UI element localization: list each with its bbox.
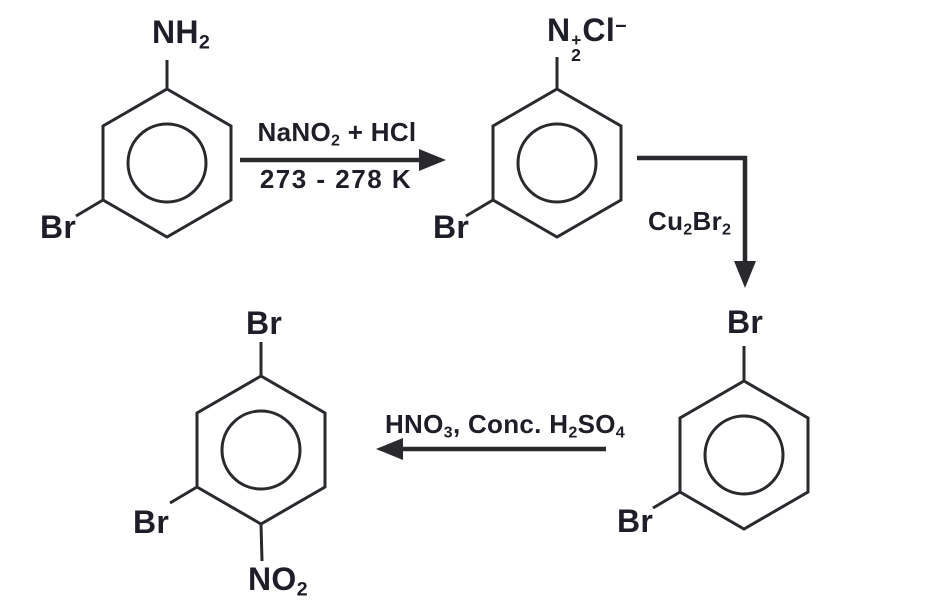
aromatic-circle [126,122,208,204]
bond-bottom [259,523,264,562]
nitro-group-label: NO2 [248,561,308,601]
molecule-4-structure [169,342,327,562]
bromo-label-molecule-1: Br [40,209,77,245]
bromo-label-molecule-3-top: Br [727,304,764,340]
reagent-cu2br2-label: Cu2Br2 [648,206,732,239]
arrow-step-1-right [240,149,446,171]
arrowhead-left [376,438,403,460]
bromo-label-molecule-4-top: Br [246,305,283,341]
aromatic-circle [703,414,785,496]
arrow-step-2-down [637,155,756,288]
bromo-label-molecule-3-lower-left: Br [617,503,654,539]
benzene-hexagon [491,87,623,239]
bond-lower-left [652,490,681,510]
arrow-step-3-left [376,438,606,460]
molecule-3-structure [652,346,810,531]
arrowhead-down [734,261,756,288]
aromatic-circle [220,409,302,491]
bond-lower-left [75,198,104,218]
reagent-nano2-hcl-label: NaNO2 + HCl [257,117,417,150]
bromo-label-molecule-4-lower-left: Br [133,504,170,540]
bond-lower-left [465,198,494,218]
reagent-hno3-h2so4-label: HNO3, Conc. H2SO4 [384,409,626,442]
amine-group-label: NH2 [152,14,211,54]
benzene-hexagon [195,374,327,526]
bond-lower-left [169,485,198,505]
arrowhead-right [419,149,446,171]
molecule-1-structure [75,60,233,239]
benzene-hexagon [101,87,233,239]
bromo-label-molecule-2: Br [433,209,470,245]
arrow-shaft [637,155,748,266]
aromatic-circle [516,122,598,204]
molecule-2-structure [465,57,623,239]
benzene-hexagon [678,379,810,531]
temperature-label: 273 - 278 K [259,164,413,194]
